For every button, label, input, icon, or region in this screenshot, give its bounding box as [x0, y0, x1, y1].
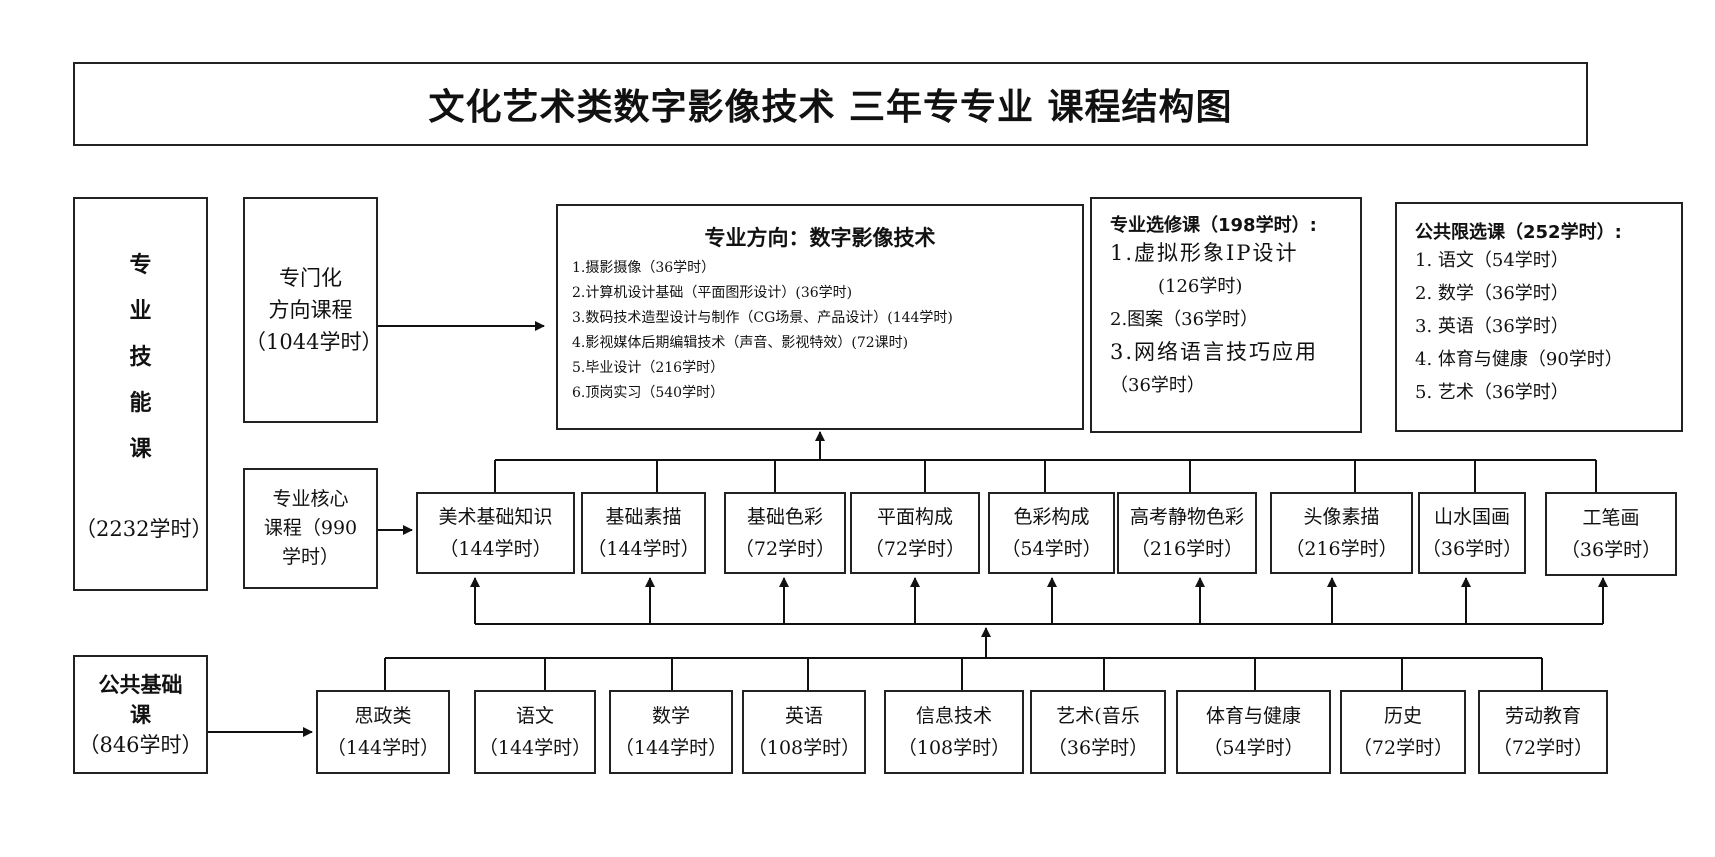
diagram-title: 文化艺术类数字影像技术 三年专专业 课程结构图: [428, 87, 1233, 128]
core-node-name: 工笔画: [1582, 507, 1640, 529]
core-node: 色彩构成 （54学时）: [988, 492, 1115, 574]
specialized-line3: （1044学时）: [245, 330, 383, 354]
basic-node-hours: （144学时）: [614, 737, 728, 759]
title-box: 文化艺术类数字影像技术 三年专专业 课程结构图: [73, 62, 1588, 146]
core-node: 基础色彩 （72学时）: [724, 492, 846, 574]
core-course-box: 专业核心 课程（990 学时）: [243, 468, 378, 589]
core-node: 山水国画 （36学时）: [1418, 492, 1526, 574]
basic-node-hours: （108学时）: [897, 737, 1011, 759]
basic-node-name: 信息技术: [915, 705, 992, 727]
basic-node: 信息技术 （108学时）: [884, 690, 1024, 774]
basic-node: 数学 （144学时）: [609, 690, 733, 774]
skill-course-box: 专 业 技 能 课 （2232学时）: [73, 197, 213, 591]
basic-node-name: 思政类: [354, 705, 412, 727]
elective-line: 1.虚拟形象IP设计: [1110, 241, 1299, 265]
core-node: 头像素描 （216学时）: [1270, 492, 1413, 574]
public-basic-line1: 公共基础: [98, 672, 183, 697]
core-node-name: 基础色彩: [746, 506, 823, 528]
direction-item: 5.毕业设计（216学时）: [572, 360, 725, 376]
elective-line: 3.网络语言技巧应用: [1110, 340, 1319, 364]
skill-char: 技: [129, 345, 152, 370]
basic-node-hours: （72学时）: [1492, 737, 1594, 759]
core-node-hours: （36学时）: [1560, 539, 1662, 561]
core-node-name: 平面构成: [876, 506, 953, 528]
public-elective-box: 公共限选课（252学时）: 1. 语文（54学时） 2. 数学（36学时） 3.…: [1395, 202, 1683, 432]
basic-node-hours: （54学时）: [1203, 737, 1304, 759]
direction-item: 2.计算机设计基础（平面图形设计）(36学时): [572, 285, 853, 301]
core-line1: 专业核心: [272, 488, 349, 510]
core-node-name: 色彩构成: [1013, 506, 1090, 528]
core-node: 工笔画 （36学时）: [1545, 492, 1677, 576]
basic-node-hours: （36学时）: [1047, 737, 1149, 759]
basic-node: 体育与健康 （54学时）: [1176, 690, 1331, 774]
core-node-name: 头像素描: [1303, 506, 1380, 528]
core-node-name: 基础素描: [605, 506, 682, 528]
elective-line: （36学时）: [1110, 375, 1205, 396]
core-node-name: 高考静物色彩: [1129, 506, 1244, 528]
specialized-line1: 专门化: [279, 266, 342, 290]
skill-char: 专: [129, 253, 152, 278]
basic-node-hours: （144学时）: [326, 737, 440, 759]
specialized-line2: 方向课程: [268, 298, 353, 322]
elective-heading: 专业选修课（198学时）:: [1110, 215, 1317, 236]
public-basic-line3: （846学时）: [78, 732, 203, 757]
basic-node-hours: （72学时）: [1352, 737, 1454, 759]
direction-box: 专业方向：数字影像技术 1.摄影摄像（36学时） 2.计算机设计基础（平面图形设…: [556, 204, 1084, 430]
core-node-hours: （36学时）: [1421, 538, 1523, 560]
direction-item: 3.数码技术造型设计与制作（CG场景、产品设计）(144学时): [572, 310, 953, 326]
elective-line: (126学时): [1158, 276, 1243, 297]
core-line3: 学时）: [281, 546, 339, 568]
core-node-hours: （216学时）: [1285, 538, 1398, 560]
public-elective-item: 2. 数学（36学时）: [1415, 283, 1569, 304]
skill-char: 能: [129, 391, 152, 416]
basic-node: 艺术(音乐 （36学时）: [1030, 690, 1166, 774]
core-node: 美术基础知识 （144学时）: [416, 492, 575, 574]
elective-line: 2.图案（36学时）: [1110, 309, 1259, 330]
basic-node-name: 艺术(音乐: [1056, 705, 1140, 727]
core-line2: 课程（990: [263, 517, 358, 539]
basic-node-name: 体育与健康: [1205, 705, 1301, 727]
core-node-hours: （144学时）: [587, 538, 700, 560]
basic-node-hours: （108学时）: [747, 737, 861, 759]
basic-node-name: 劳动教育: [1504, 705, 1581, 727]
core-node-hours: （72学时）: [734, 538, 836, 560]
core-node-hours: （144学时）: [439, 538, 552, 560]
core-node-hours: （54学时）: [1001, 538, 1102, 560]
basic-node-hours: （144学时）: [478, 737, 592, 759]
basic-node: 劳动教育 （72学时）: [1478, 690, 1608, 774]
elective-box: 专业选修课（198学时）: 1.虚拟形象IP设计 (126学时) 2.图案（36…: [1090, 197, 1362, 433]
public-elective-item: 4. 体育与健康（90学时）: [1415, 349, 1623, 370]
specialized-course-box: 专门化 方向课程 （1044学时）: [243, 197, 383, 423]
basic-node: 英语 （108学时）: [742, 690, 866, 774]
basic-node-name: 数学: [651, 705, 690, 727]
basic-node-name: 英语: [784, 705, 823, 727]
public-basic-box: 公共基础 课 （846学时）: [73, 655, 208, 774]
core-node-hours: （72学时）: [864, 538, 966, 560]
core-node-hours: （216学时）: [1130, 538, 1244, 560]
core-node-name: 美术基础知识: [438, 506, 553, 528]
core-node: 高考静物色彩 （216学时）: [1117, 492, 1257, 574]
basic-node-name: 语文: [515, 705, 554, 727]
skill-course-label: 专 业 技 能 课: [129, 243, 151, 473]
public-elective-item: 5. 艺术（36学时）: [1415, 382, 1569, 403]
basic-node: 历史 （72学时）: [1340, 690, 1466, 774]
skill-course-hours: （2232学时）: [75, 517, 213, 541]
skill-char: 业: [129, 299, 152, 324]
core-node-name: 山水国画: [1433, 506, 1510, 528]
basic-node: 语文 （144学时）: [474, 690, 596, 774]
core-node: 平面构成 （72学时）: [850, 492, 980, 574]
skill-char: 课: [129, 437, 152, 462]
direction-item: 4.影视媒体后期编辑技术（声音、影视特效）(72课时): [572, 335, 909, 351]
basic-node: 思政类 （144学时）: [316, 690, 450, 774]
public-elective-heading: 公共限选课（252学时）:: [1415, 222, 1622, 243]
public-basic-line2: 课: [130, 702, 151, 727]
direction-item: 1.摄影摄像（36学时）: [572, 260, 716, 276]
public-elective-item: 1. 语文（54学时）: [1415, 250, 1569, 271]
core-node: 基础素描 （144学时）: [581, 492, 706, 574]
direction-item: 6.顶岗实习（540学时）: [572, 385, 725, 401]
basic-node-name: 历史: [1383, 705, 1422, 727]
direction-heading: 专业方向：数字影像技术: [704, 226, 936, 250]
public-elective-item: 3. 英语（36学时）: [1415, 316, 1569, 337]
